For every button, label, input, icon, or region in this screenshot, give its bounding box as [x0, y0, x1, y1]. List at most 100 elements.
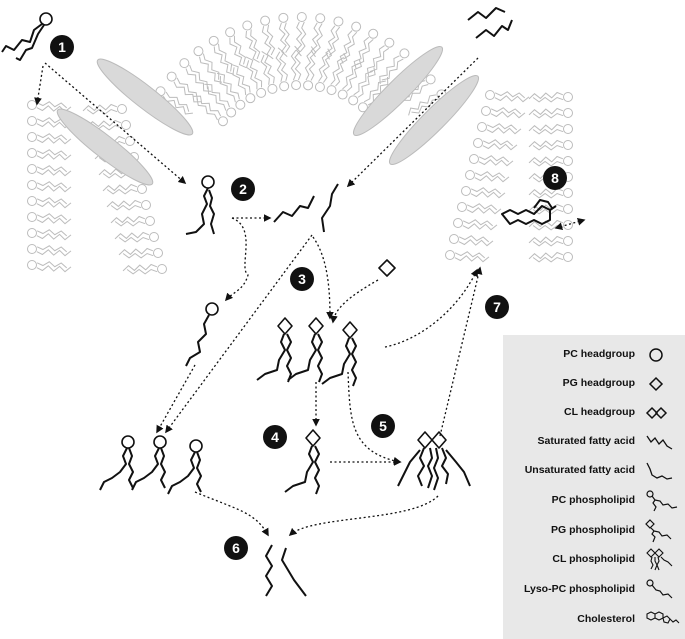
membrane-lipid — [110, 215, 155, 227]
cl-headgroup-double-diamond-icon — [645, 406, 668, 420]
arrow-fa-to-3 — [312, 236, 334, 320]
membrane-lipid — [242, 20, 261, 63]
membrane-lipid — [528, 251, 573, 263]
pc-phospholipid-icon — [646, 490, 678, 512]
membrane-protein — [388, 74, 480, 166]
membrane-lipid — [208, 35, 234, 75]
membrane-lipid — [325, 16, 344, 60]
arrow-pg-head — [330, 279, 379, 324]
membrane-lipid — [27, 196, 72, 209]
membrane-lipid — [314, 48, 333, 93]
membrane-protein — [56, 108, 154, 186]
legend-label: PC headgroup — [563, 348, 635, 360]
legend-item-lyso-pc: Lyso-PC phospholipid — [503, 578, 685, 604]
arrow-1-to-2 — [44, 62, 187, 185]
svg-text:1: 1 — [58, 39, 66, 55]
membrane-lipid — [204, 83, 237, 118]
membrane-lipid — [528, 139, 573, 151]
membrane-lipid — [27, 132, 72, 145]
membrane-lipid — [326, 52, 348, 96]
pc-phospholipid-group — [167, 439, 203, 495]
legend-item-cl-phospholipid: CL phospholipid — [503, 548, 685, 574]
legend-item-pg-phospholipid: PG phospholipid — [503, 519, 685, 545]
svg-text:5: 5 — [379, 418, 387, 434]
arrow-5-to-6 — [288, 495, 439, 537]
legend-item-saturated-fa: Saturated fatty acid — [503, 430, 685, 456]
pg-phospholipid-c — [321, 321, 358, 387]
membrane-lipid — [310, 13, 326, 58]
legend-label: PC phospholipid — [551, 494, 635, 506]
legend-label: PG phospholipid — [551, 524, 635, 536]
arrow-lyso-to-pc-group — [156, 364, 196, 434]
cholesterol-step-8 — [501, 199, 557, 225]
legend-panel: PC headgroup PG headgroup CL headgroup S… — [503, 335, 685, 639]
legend-label: Saturated fatty acid — [537, 435, 635, 447]
membrane-lipid — [469, 154, 514, 167]
membrane-protein — [352, 45, 444, 137]
step-badge-8: 8 — [543, 166, 567, 190]
arrow-3-to-membrane — [384, 268, 478, 348]
membrane-lipid — [275, 47, 290, 92]
membrane-lipid — [528, 91, 573, 103]
legend-item-cholesterol: Cholesterol — [503, 608, 685, 634]
pathway-arrows — [34, 57, 586, 537]
membrane-lipid — [118, 247, 163, 259]
legend-label: CL phospholipid — [552, 553, 635, 565]
arrow-1-down — [34, 65, 44, 106]
membrane-lipid — [461, 186, 506, 199]
pc-phospholipid-step-2 — [185, 175, 215, 235]
membrane-lipid — [102, 183, 147, 195]
legend-item-pc-phospholipid: PC phospholipid — [503, 489, 685, 515]
svg-text:8: 8 — [551, 170, 559, 186]
cl-phospholipid-step-5 — [397, 431, 471, 491]
membrane-lipid — [216, 72, 246, 110]
membrane-lipid — [27, 212, 72, 225]
pg-phospholipid-step-4 — [284, 429, 321, 495]
membrane-lipid — [465, 170, 510, 183]
membrane-lipid — [481, 106, 526, 119]
membrane-lipid — [27, 228, 72, 241]
membrane-lipid — [353, 28, 379, 70]
pg-phospholipid-a — [256, 317, 293, 383]
membrane-lipid — [528, 123, 573, 135]
membrane-lipid — [27, 244, 72, 257]
pg-phospholipid-b — [287, 317, 324, 383]
membrane-lipid — [303, 46, 317, 91]
membrane-lipid — [225, 27, 247, 69]
svg-text:6: 6 — [232, 540, 240, 556]
pg-headgroup-free — [378, 259, 396, 277]
step-badge-2: 2 — [231, 177, 255, 201]
membrane-lipid — [528, 107, 573, 119]
svg-text:3: 3 — [298, 271, 306, 287]
lyso-pc-phospholipid-icon — [646, 579, 673, 599]
membrane-lipid — [449, 234, 494, 247]
svg-text:7: 7 — [493, 299, 501, 315]
membrane-lipid — [339, 21, 362, 64]
lyso-pc-phospholipid — [185, 302, 219, 367]
membrane-lipid — [230, 63, 256, 104]
membrane-lipid — [528, 235, 573, 247]
step-badge-1: 1 — [50, 35, 74, 59]
legend-label: CL headgroup — [564, 406, 635, 418]
membrane-lipid — [27, 180, 72, 193]
membrane-lipid — [528, 187, 573, 199]
membrane-lipid — [485, 90, 530, 103]
legend-label: Lyso-PC phospholipid — [523, 583, 635, 595]
membrane-lipid — [445, 250, 490, 263]
membrane-lipid — [27, 148, 72, 161]
membrane-proteins — [56, 45, 480, 186]
legend-item-pc-headgroup: PC headgroup — [503, 343, 685, 369]
membrane-lipid — [245, 56, 267, 98]
legend-label: Unsaturated fatty acid — [524, 464, 635, 476]
membrane-lipid — [82, 103, 127, 115]
step-badge-7: 7 — [485, 295, 509, 319]
membrane-lipid — [473, 138, 518, 151]
legend-label: Cholesterol — [577, 613, 635, 625]
svg-text:4: 4 — [271, 429, 279, 445]
membrane-lipid — [477, 122, 522, 135]
pc-phospholipid-group — [99, 435, 135, 491]
membrane-lipid — [290, 45, 302, 91]
lipid-molecules — [1, 7, 557, 597]
membrane-lipid — [337, 59, 363, 100]
